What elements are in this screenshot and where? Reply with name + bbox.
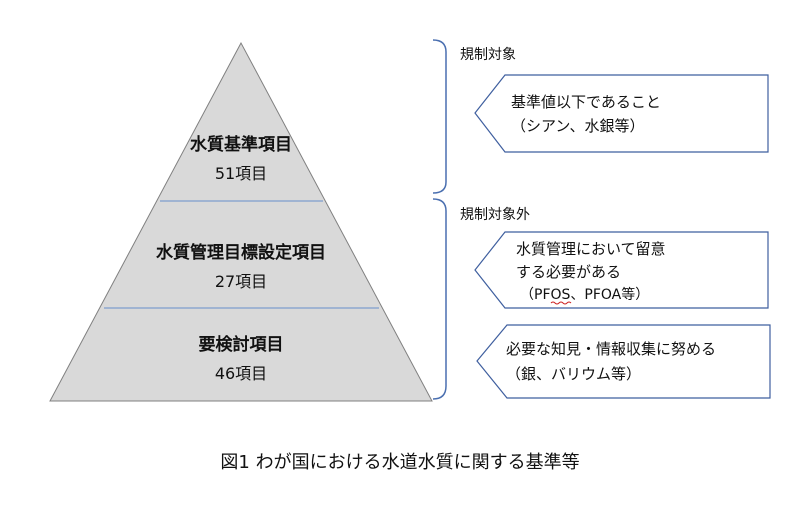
label-unregulated: 規制対象外	[460, 207, 530, 223]
callout-1-line-2: （シアン、水銀等）	[511, 117, 645, 135]
tier-1-count: 51項目	[215, 164, 267, 183]
callout-1-shape	[474, 74, 769, 153]
callout-2-line-1: 水質管理において留意	[516, 240, 666, 258]
label-regulated: 規制対象	[460, 47, 516, 63]
tier-1-title: 水質基準項目	[190, 134, 292, 155]
callout-2-line-2: する必要がある	[516, 263, 621, 281]
callout-3-shape	[476, 324, 771, 399]
tier-3-count: 46項目	[215, 364, 267, 383]
tier-2-title: 水質管理目標設定項目	[156, 242, 326, 263]
callout-2-line-3: （PFOS、PFOA等）	[520, 286, 649, 303]
bracket-unregulated	[432, 198, 447, 400]
callout-1-line-1: 基準値以下であること	[511, 93, 661, 111]
tier-3-title: 要検討項目	[199, 334, 284, 355]
bracket-regulated	[432, 39, 447, 194]
callout-2-shape	[474, 231, 769, 309]
pyramid-shape	[49, 41, 433, 402]
tier-2-count: 27項目	[215, 272, 267, 291]
callout-3-line-2: （銀、バリウム等）	[506, 365, 641, 383]
spellcheck-underline	[550, 301, 572, 305]
figure-caption: 図1 わが国における水道水質に関する基準等	[220, 452, 579, 473]
callout-3-line-1: 必要な知見・情報収集に努める	[506, 340, 716, 358]
